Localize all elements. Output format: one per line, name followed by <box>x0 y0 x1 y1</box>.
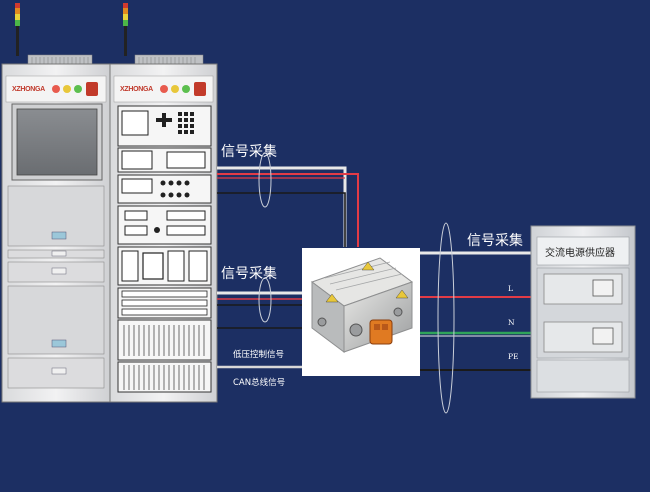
wire-group-middle <box>217 277 302 323</box>
ac-power-supply <box>530 225 636 399</box>
line-pe-label: PE <box>508 352 519 361</box>
line-l-label: L <box>508 284 513 293</box>
signal-tower-right <box>123 3 128 56</box>
wire-group-top <box>217 152 359 247</box>
brand-logo-left: XZHONGA <box>12 86 45 93</box>
brand-logo-right: XZHONGA <box>120 86 153 93</box>
wire-group-bottom <box>217 327 302 369</box>
low-voltage-control-label: 低压控制信号 <box>233 350 285 360</box>
signal-acquisition-label-right: 信号采集 <box>467 233 523 249</box>
signal-acquisition-label-top: 信号采集 <box>221 144 277 160</box>
test-cabinet-right <box>109 54 218 403</box>
signal-acquisition-label-middle: 信号采集 <box>221 266 277 282</box>
can-bus-label: CAN总线信号 <box>233 378 286 388</box>
line-n-label: N <box>508 318 515 327</box>
test-cabinet-left <box>1 54 111 403</box>
ac-supply-title: 交流电源供应器 <box>545 248 615 259</box>
power-lines <box>420 222 535 414</box>
signal-tower-left <box>15 3 20 56</box>
device-under-test-photo <box>302 248 420 376</box>
